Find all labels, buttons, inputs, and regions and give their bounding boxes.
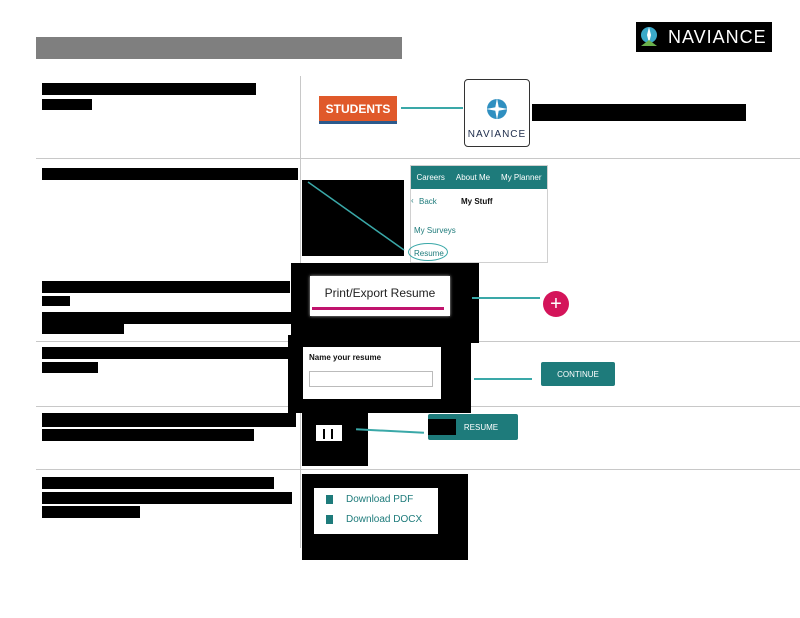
students-button[interactable]: STUDENTS	[319, 96, 397, 124]
resume-button-label: RESUME	[463, 422, 499, 432]
redacted-text	[42, 413, 296, 427]
redacted-text	[532, 104, 746, 121]
redacted-text	[42, 83, 256, 95]
download-docx-link[interactable]: Download DOCX	[326, 514, 422, 525]
redacted-text	[42, 506, 140, 518]
menu-tabs: Careers About Me My Planner	[411, 166, 547, 189]
logo-text: NAVIANCE	[668, 26, 767, 47]
redacted-text	[42, 99, 92, 110]
print-export-label: Print/Export Resume	[324, 286, 436, 300]
redacted-text	[42, 168, 298, 180]
name-resume-label: Name your resume	[309, 353, 382, 362]
redacted-text	[42, 296, 70, 306]
compass-icon	[641, 27, 657, 46]
continue-button[interactable]: CONTINUE	[541, 362, 615, 386]
name-resume-form: Name your resume	[303, 347, 441, 399]
naviance-logo: NAVIANCE	[636, 22, 772, 52]
resume-highlight	[408, 243, 448, 261]
download-menu: Download PDF Download DOCX	[314, 488, 438, 534]
redacted-text	[42, 429, 254, 441]
tab-underline	[312, 307, 444, 310]
resume-name-input[interactable]	[309, 371, 433, 387]
redacted-text	[428, 419, 456, 435]
download-docx-label: Download DOCX	[346, 514, 423, 525]
naviance-app-tile[interactable]: NAVIANCE	[464, 79, 530, 147]
back-link[interactable]: Back	[419, 197, 437, 206]
arrow	[307, 181, 405, 251]
redacted-text	[42, 492, 292, 504]
compass-icon	[486, 98, 508, 120]
tab-my-planner[interactable]: My Planner	[501, 173, 542, 182]
chevron-left-icon: ‹	[411, 196, 414, 205]
section-label: My Stuff	[461, 197, 493, 206]
student-menu-panel: Careers About Me My Planner ‹ Back My St…	[410, 165, 548, 263]
redacted-text	[42, 312, 292, 324]
file-icon	[326, 495, 333, 504]
resume-thumbnail	[316, 425, 342, 441]
row-divider	[36, 158, 800, 159]
download-pdf-link[interactable]: Download PDF	[326, 494, 413, 505]
redacted-text	[42, 324, 124, 334]
tab-careers[interactable]: Careers	[416, 173, 445, 182]
arrow	[472, 297, 540, 299]
redacted-text	[42, 281, 290, 293]
menu-item-surveys[interactable]: My Surveys	[414, 226, 456, 235]
redacted-image	[302, 180, 404, 256]
page-title-bar	[36, 37, 402, 59]
row-divider	[36, 469, 800, 470]
add-resume-button[interactable]: +	[543, 291, 569, 317]
redacted-text	[42, 477, 274, 489]
arrow	[401, 107, 463, 109]
tab-about-me[interactable]: About Me	[455, 173, 491, 182]
download-pdf-label: Download PDF	[346, 494, 414, 505]
print-export-resume-button[interactable]: Print/Export Resume	[310, 276, 450, 316]
tile-label: NAVIANCE	[467, 129, 527, 140]
redacted-text	[42, 362, 98, 373]
redacted-text	[42, 347, 290, 359]
file-icon	[326, 515, 333, 524]
arrow	[474, 378, 532, 380]
